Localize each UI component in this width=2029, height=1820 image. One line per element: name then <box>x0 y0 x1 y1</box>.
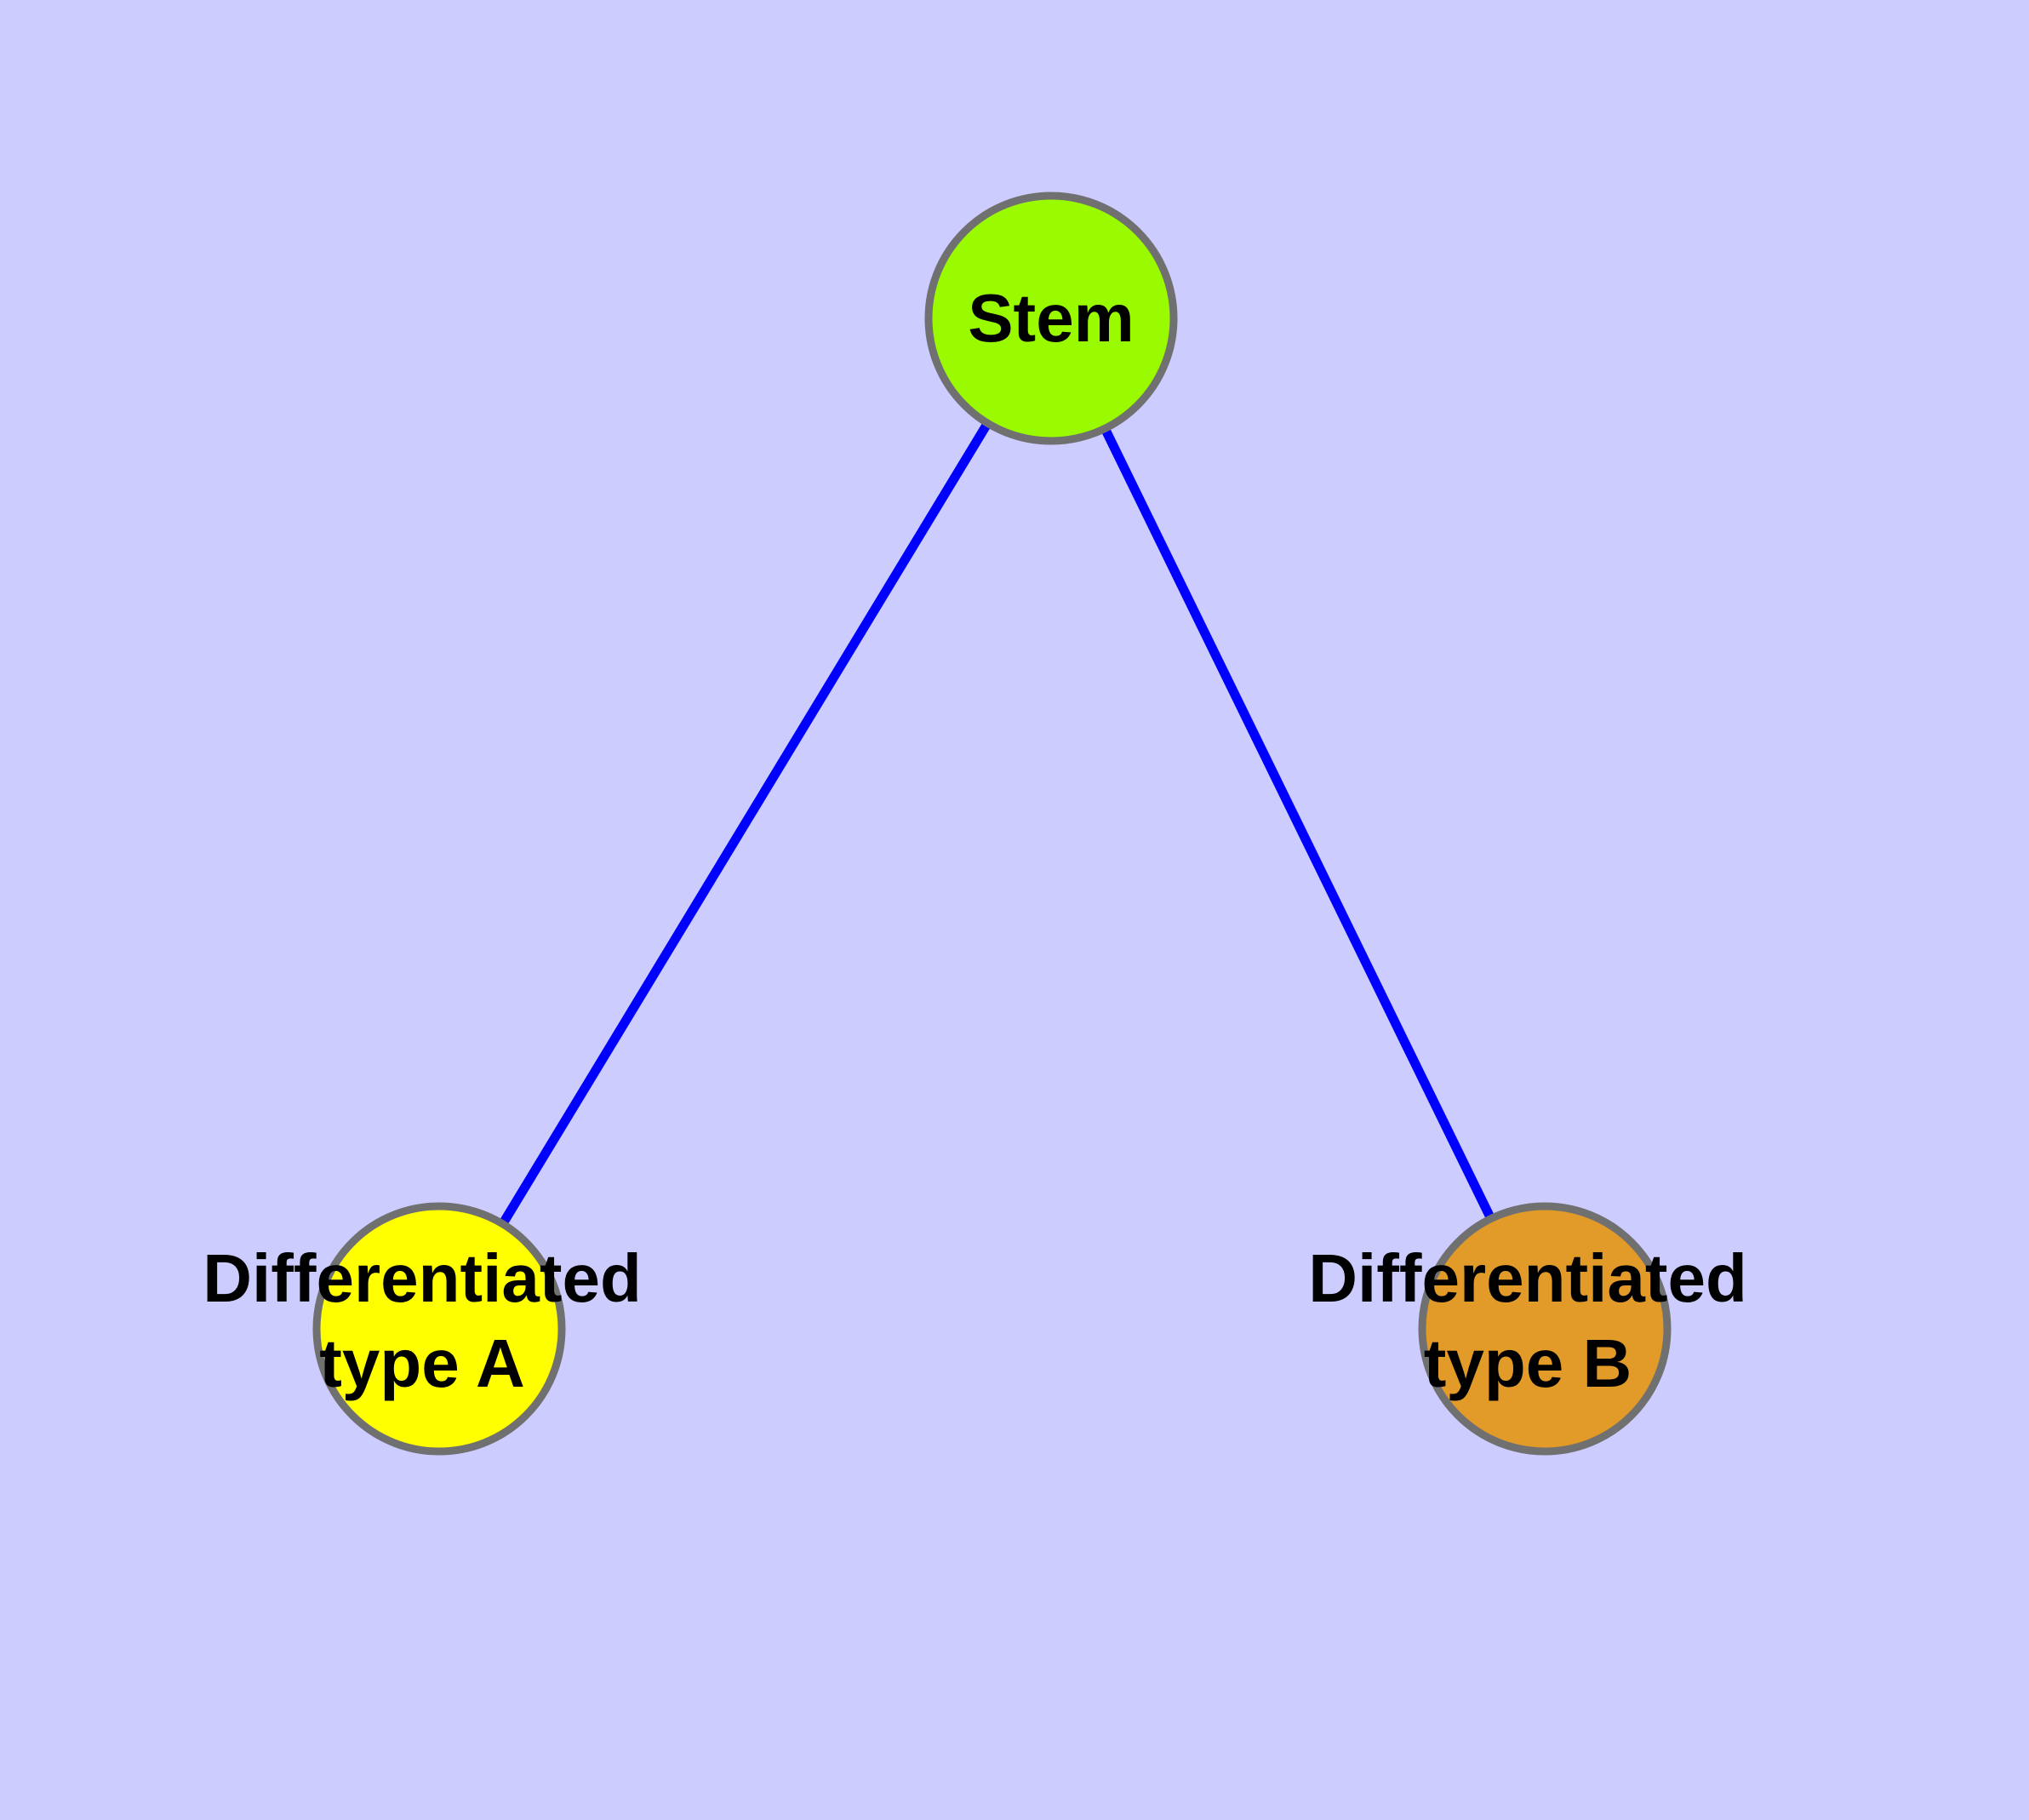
edge-stem-to-differentiated-type-b[interactable] <box>1047 316 1549 1331</box>
node-differentiated-type-b-label-line-2: type B <box>1424 1325 1632 1401</box>
node-differentiated-type-b-label-line-1: Differentiated <box>1308 1240 1747 1316</box>
node-stem[interactable]: Stem <box>924 192 1178 445</box>
nodes-layer: Stem <box>312 192 1672 1456</box>
node-differentiated-type-a-label-line-2: type A <box>319 1325 525 1401</box>
edge-stem-to-differentiated-type-a[interactable] <box>435 316 1055 1331</box>
node-differentiated-type-b-circle[interactable] <box>1418 1202 1672 1456</box>
node-differentiated-type-a-circle[interactable] <box>312 1202 566 1456</box>
node-labels-layer: Differentiated type A Differentiated typ… <box>203 1240 1747 1401</box>
node-differentiated-type-a[interactable] <box>312 1202 566 1456</box>
node-differentiated-type-a-label: Differentiated type A <box>203 1240 642 1401</box>
edges-layer <box>435 316 1549 1331</box>
node-stem-circle[interactable] <box>924 192 1178 445</box>
node-differentiated-type-b-label: Differentiated type B <box>1308 1240 1747 1401</box>
node-differentiated-type-a-label-line-1: Differentiated <box>203 1240 642 1316</box>
node-differentiated-type-b[interactable] <box>1418 1202 1672 1456</box>
node-stem-label-line-1: Stem <box>968 280 1135 356</box>
